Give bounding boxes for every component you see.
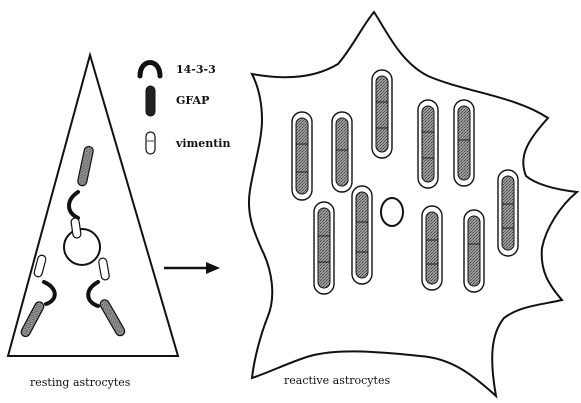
resting-nucleus	[64, 229, 100, 265]
reactive-filament-bundle-5	[454, 100, 474, 186]
reactive-filament-bundle-8	[422, 206, 442, 290]
legend-label-vimentin: vimentin	[175, 137, 230, 150]
reactive-filament-bundle-6	[314, 202, 334, 294]
transition-arrow	[164, 262, 220, 274]
reactive-filament-bundle-7	[352, 186, 372, 284]
reactive-astrocyte-cell	[249, 12, 577, 396]
reactive-filament-bundle-10	[498, 170, 518, 256]
legend: 14-3-3 GFAP vimentin	[140, 63, 230, 155]
reactive-filament-bundle-9	[464, 210, 484, 292]
dark-capsule-icon	[146, 86, 155, 116]
caption-reactive: reactive astrocytes	[284, 374, 390, 387]
reactive-filament-bundle-3	[372, 70, 392, 158]
legend-label-gfap: GFAP	[176, 94, 209, 107]
caption-resting: resting astrocytes	[30, 376, 131, 389]
reactive-filament-bundle-1	[292, 112, 312, 200]
light-capsule-icon	[146, 132, 155, 154]
reactive-filament-bundle-2	[332, 112, 352, 192]
legend-label-14-3-3: 14-3-3	[176, 63, 216, 76]
reactive-nucleus	[381, 198, 403, 226]
reactive-filament-bundle-4	[418, 100, 438, 188]
hook-icon	[140, 63, 160, 77]
